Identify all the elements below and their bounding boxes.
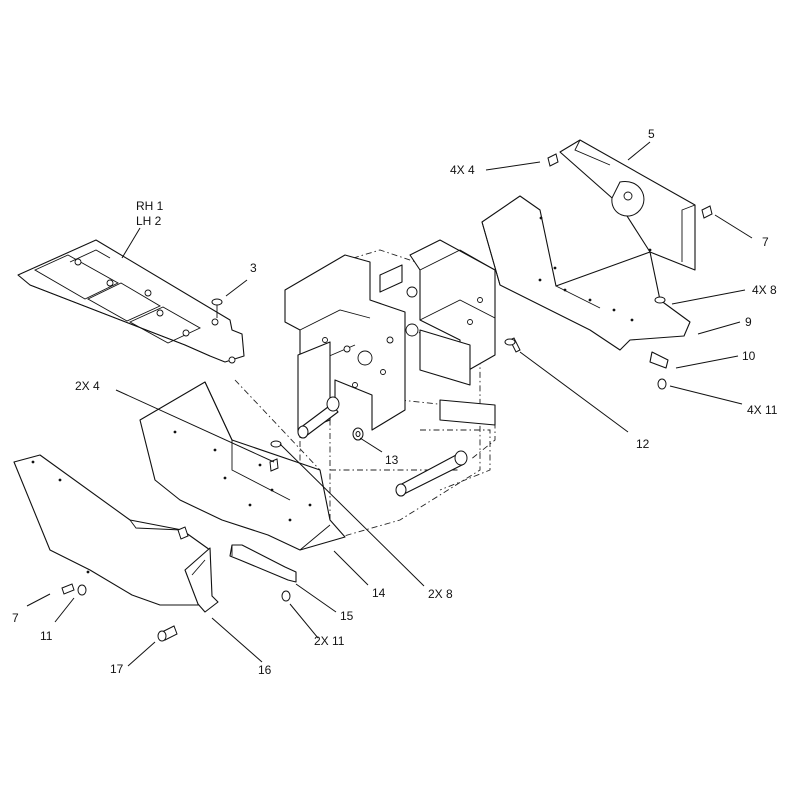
label-17: 17 <box>110 662 124 676</box>
axle-tubes <box>297 396 468 497</box>
label-12: 12 <box>636 437 650 451</box>
label-2x11: 2X 11 <box>314 634 345 648</box>
panel-5 <box>559 139 696 271</box>
label-rh1: RH 1 <box>136 199 164 213</box>
label-9: 9 <box>745 315 752 329</box>
label-4x11: 4X 11 <box>747 403 778 417</box>
right-hardware <box>547 153 713 390</box>
left-hardware <box>61 583 291 642</box>
bolt-12 <box>504 337 521 353</box>
bracket-15 <box>229 544 297 583</box>
label-3: 3 <box>250 261 257 275</box>
label-16: 16 <box>258 663 272 677</box>
label-4x8: 4X 8 <box>752 283 777 297</box>
seat-pan-9 <box>481 195 691 351</box>
label-15: 15 <box>340 609 354 623</box>
footrest-rh1-lh2 <box>17 239 245 364</box>
leader-lines <box>26 141 753 667</box>
label-10: 10 <box>742 349 756 363</box>
label-7-right: 7 <box>762 235 769 249</box>
label-2x8: 2X 8 <box>428 587 453 601</box>
label-7-left: 7 <box>12 611 19 625</box>
label-14: 14 <box>372 586 386 600</box>
bracket-16 <box>184 547 219 613</box>
label-11: 11 <box>40 629 53 643</box>
frame-assembly <box>234 239 496 541</box>
label-13: 13 <box>385 453 399 467</box>
label-5: 5 <box>648 127 655 141</box>
label-4x4: 4X 4 <box>450 163 475 177</box>
label-2x4: 2X 4 <box>75 379 100 393</box>
bolt-3 <box>211 298 223 318</box>
washer-13 <box>352 427 364 441</box>
label-lh2: LH 2 <box>136 214 162 228</box>
callout-labels: RH 1 LH 2 3 5 4X 4 7 4X 8 9 10 4X 11 12 … <box>12 127 778 677</box>
